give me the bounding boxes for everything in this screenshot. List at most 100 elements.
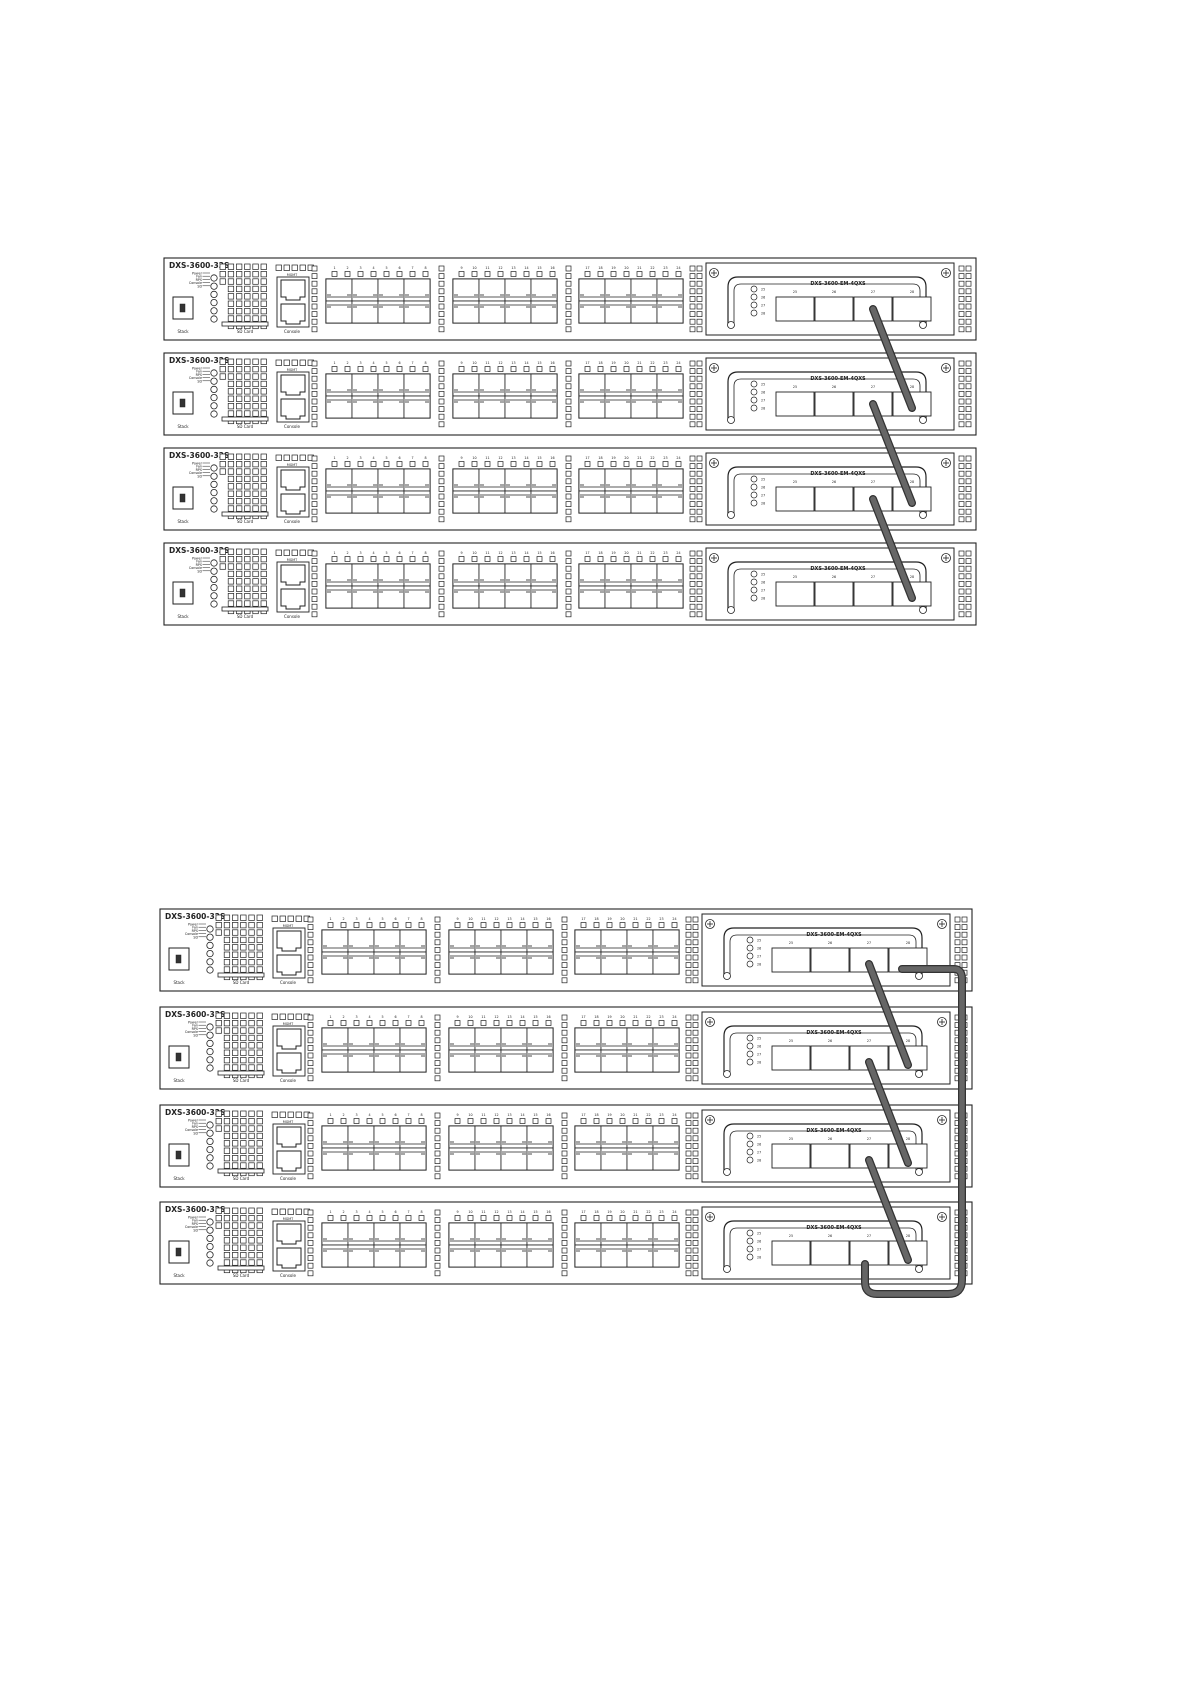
port-link-led [597,366,604,372]
port-number-label: 21 [637,456,641,460]
indicator-led [244,505,251,512]
indicator-led [252,285,259,293]
sfp-port-cage [321,1244,349,1268]
indicator-led [958,280,965,287]
module-port-number: 25 [793,575,797,579]
sfp-port [452,395,480,419]
indicator-led [256,1207,263,1214]
port-status-led [434,1029,441,1036]
indicator-led [260,505,267,512]
sfp-port [504,468,532,492]
port-number-label: 16 [550,266,554,270]
indicator-led [236,570,243,578]
indicator-led [219,453,226,460]
sfp-port [604,468,632,492]
sfp-port [448,1222,476,1246]
indicator-led [685,916,692,923]
port-number-label: 5 [381,1113,383,1117]
sfp-port-cage [478,563,506,587]
port-number-label: 24 [676,456,680,460]
indicator-led [958,368,965,374]
indicator-led [685,1158,692,1164]
port-link-led [606,1118,613,1124]
sfp-port [600,951,628,975]
port-number-label: 22 [650,456,654,460]
sfp-port-cage [377,300,405,324]
sfp-port [403,373,431,397]
port-link-led [383,556,390,562]
indicator-led [260,358,267,365]
sfp-port [347,929,375,953]
sfp-port-cage [478,373,506,397]
port-status-led [561,1224,568,1231]
port-status-led [438,603,445,610]
module-port-number: 27 [867,1234,871,1238]
module-led-label: 28 [757,1159,761,1163]
port-number-label: 20 [620,1015,624,1019]
sfp-port-cage [351,563,379,587]
indicator-led [696,288,703,295]
indicator-led [248,1140,255,1147]
port-link-led [353,922,360,928]
sfp-port-cage [448,951,476,975]
mgmt-rj45-port [276,1028,302,1050]
indicator-led [227,380,235,388]
module-led-label: 25 [761,573,765,577]
port-link-led [418,922,425,928]
indicator-led [215,1125,222,1132]
indicator-led [260,570,267,578]
port-link-led [493,1118,500,1124]
indicator-led [227,563,235,570]
indicator-led [248,951,255,958]
port-status-led [307,1217,314,1223]
indicator-led [240,1034,247,1042]
sfp-port [652,1244,680,1268]
indicator-led [692,1150,699,1157]
port-link-led [549,271,556,277]
port-status-led [307,1029,314,1036]
indicator-led [965,573,972,580]
indicator-led [256,929,263,936]
sfp-port-cage [656,373,684,397]
port-link-led [344,461,351,467]
status-led [210,464,218,472]
port-status-led [438,516,445,523]
indicator-led [965,486,972,492]
sfp-port-cage [500,1244,528,1268]
indicator-led [965,421,972,428]
status-led [210,600,218,608]
port-status-led [565,360,572,367]
status-led-label: SD [193,1228,198,1232]
indicator-led [232,951,239,958]
sfp-port [325,300,353,324]
indicator-led [248,1042,255,1049]
port-link-led [549,366,556,372]
sfp-port-cage [452,395,480,419]
module-led-label: 25 [761,288,765,292]
indicator-led [685,1045,692,1051]
console-label: Console [284,519,300,524]
port-status-led [311,280,318,287]
port-status-led [434,1112,441,1119]
sfp-port-cage [652,929,680,953]
port-status-led [438,455,445,462]
module-port-number: 26 [832,480,836,484]
console-label: Console [280,1273,296,1278]
port-number-label: 19 [607,1210,611,1214]
module-port-number: 28 [910,385,914,389]
sfp-port-cage [478,300,506,324]
sfp-port-cage [403,395,431,419]
sfp-port-cage [403,468,431,492]
indicator-led [236,498,243,505]
status-led [206,1137,214,1146]
indicator-led [227,308,235,315]
sfp-port [377,278,405,302]
indicator-led [240,1140,247,1147]
port-status-led [565,588,572,595]
handle-pivot [727,511,735,519]
sfp-port-cage [373,1244,401,1268]
sfp-port [626,1049,654,1073]
port-number-label: 1 [333,266,335,270]
port-link-led [340,1215,347,1221]
